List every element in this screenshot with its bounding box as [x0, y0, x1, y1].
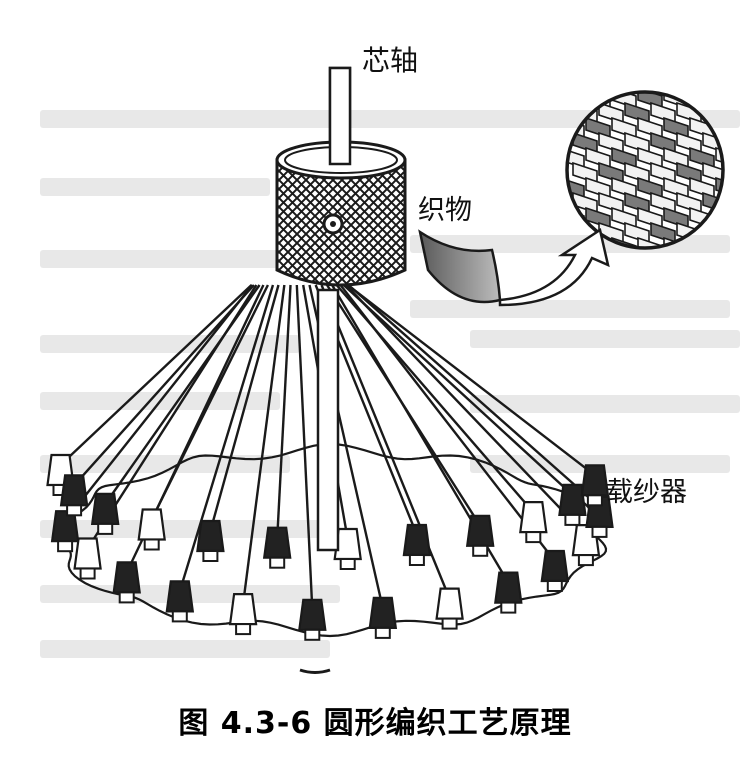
weave-cell — [625, 253, 649, 273]
ghost-line — [40, 250, 280, 268]
weave-cell — [715, 92, 723, 110]
carrier-label: 载纱器 — [606, 477, 687, 508]
carrier — [50, 510, 80, 553]
carrier — [228, 592, 258, 636]
braided-cylinder — [275, 66, 407, 287]
yarn — [64, 284, 254, 522]
ghost-line — [40, 640, 330, 658]
yarn — [335, 284, 535, 513]
yarn — [326, 284, 482, 527]
carrier — [540, 549, 570, 592]
carrier — [112, 561, 141, 604]
weave-cell — [567, 92, 585, 110]
carriers — [46, 453, 614, 641]
carrier — [519, 500, 548, 544]
carrier — [90, 492, 120, 535]
weave-cell — [742, 178, 750, 198]
carrier — [580, 464, 610, 507]
carrier — [73, 537, 102, 580]
carrier — [137, 508, 166, 551]
yarn — [59, 284, 253, 466]
weave-cell — [729, 133, 750, 153]
weave-cell — [703, 253, 727, 273]
weave-cell — [742, 148, 750, 168]
yarn — [347, 284, 601, 508]
carrier — [298, 598, 327, 641]
carrier — [333, 527, 362, 570]
ghost-line — [40, 110, 740, 128]
fabric-label: 织物 — [418, 195, 472, 226]
ghost-line — [40, 178, 270, 196]
weave-cell — [729, 163, 750, 183]
weave-cell — [689, 92, 715, 110]
carrier — [165, 580, 195, 623]
weave-cell — [742, 88, 750, 108]
carrier — [402, 523, 432, 566]
carrier — [558, 483, 587, 526]
carrier — [465, 514, 495, 557]
weave-cell — [729, 223, 750, 243]
yarn — [241, 284, 286, 605]
carrier — [262, 526, 292, 569]
weave-cell — [742, 208, 750, 228]
carrier — [435, 587, 464, 630]
weave-cell — [715, 206, 723, 230]
ghost-line — [40, 335, 300, 353]
ghost-line — [470, 395, 740, 413]
yarn — [209, 284, 280, 532]
weave-cell — [742, 118, 750, 138]
weave-cell — [651, 253, 675, 273]
yarn — [150, 284, 269, 521]
yarn — [342, 284, 574, 496]
yarn — [346, 284, 596, 477]
yarn — [178, 284, 275, 592]
fabric-arrow — [418, 227, 610, 307]
yarn — [276, 284, 292, 538]
weave-cell — [729, 193, 750, 213]
core-shaft-label: 芯轴 — [362, 44, 419, 77]
carrier — [196, 519, 225, 562]
weave-cell — [729, 253, 750, 273]
yarn — [345, 284, 587, 536]
ghost-line — [470, 330, 740, 348]
figure-caption: 图 4.3-6 圆形编织工艺原理 — [178, 706, 572, 741]
carrier — [368, 596, 398, 639]
yarn — [73, 284, 255, 487]
track-mark — [299, 668, 331, 674]
yarn — [104, 284, 261, 505]
weave-cell — [677, 253, 701, 273]
weave-cell — [742, 238, 750, 258]
carrier — [59, 474, 89, 517]
core-shaft-lower — [316, 288, 340, 552]
ghost-line — [410, 300, 730, 318]
carrier — [494, 571, 523, 614]
